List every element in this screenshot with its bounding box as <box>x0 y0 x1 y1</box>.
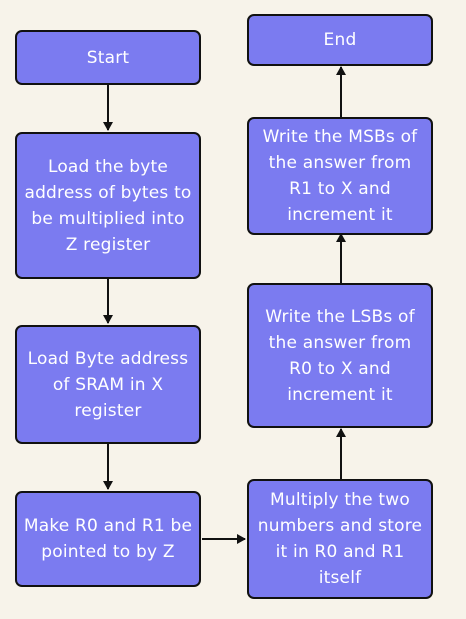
node-start-label: Start <box>86 47 130 68</box>
node-write-lsb: Write the LSBs of the answer from R0 to … <box>247 283 433 428</box>
node-end-label: End <box>323 30 357 50</box>
node-load-x: Load Byte address of SRAM in X register <box>15 325 201 444</box>
node-load-z-label: Load the byte address of bytes to be mul… <box>24 156 192 255</box>
node-point-r0r1-label: Make R0 and R1 be pointed to by Z <box>23 516 193 562</box>
node-point-r0r1: Make R0 and R1 be pointed to by Z <box>15 491 201 587</box>
node-load-z: Load the byte address of bytes to be mul… <box>15 132 201 279</box>
node-write-msb-label: Write the MSBs of the answer from R1 to … <box>262 127 418 225</box>
node-write-lsb-label: Write the LSBs of the answer from R0 to … <box>265 306 415 405</box>
node-multiply: Multiply the two numbers and store it in… <box>247 479 433 599</box>
node-write-msb: Write the MSBs of the answer from R1 to … <box>247 117 433 235</box>
node-multiply-label: Multiply the two numbers and store it in… <box>257 490 423 588</box>
node-end: End <box>247 14 433 66</box>
node-start: Start <box>15 30 201 85</box>
node-load-x-label: Load Byte address of SRAM in X register <box>27 348 189 421</box>
